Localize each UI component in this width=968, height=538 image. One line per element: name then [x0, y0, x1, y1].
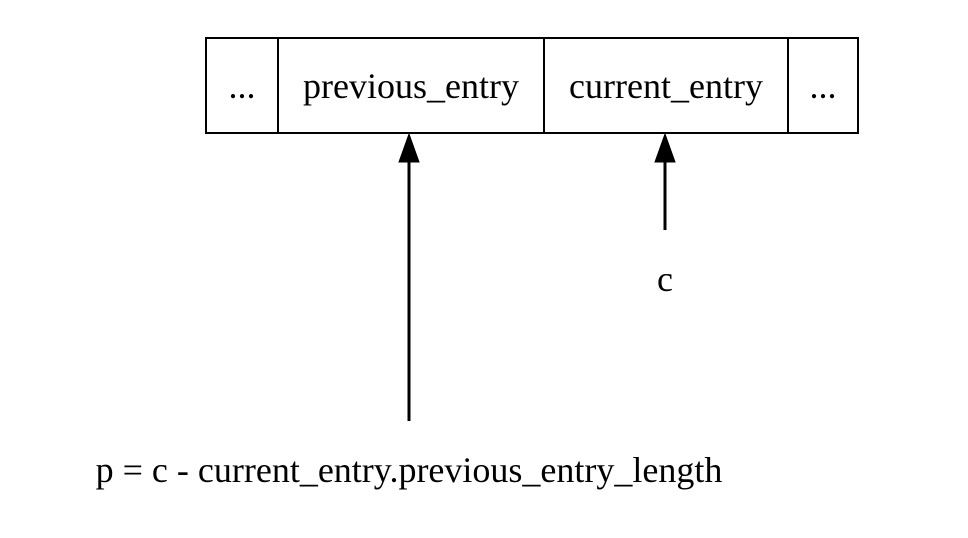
cell-label-left-ellipsis: ...: [229, 66, 256, 106]
cell-label-right-ellipsis: ...: [810, 66, 837, 106]
entry-record: ... previous_entry current_entry ...: [205, 37, 859, 134]
record-cell-previous-entry: [277, 37, 545, 134]
pointer-p-label: p = c - current_entry.previous_entry_len…: [96, 450, 723, 490]
pointer-p-arrow-head: [398, 132, 420, 163]
record-cell-right-ellipsis: [787, 37, 859, 134]
record-cell-current-entry: [543, 37, 789, 134]
pointer-p: p = c - current_entry.previous_entry_len…: [96, 132, 723, 490]
cell-label-current-entry: current_entry: [569, 66, 763, 106]
pointer-c-arrow-head: [654, 132, 676, 163]
pointer-c-label: c: [657, 259, 673, 299]
record-cell-left-ellipsis: [205, 37, 279, 134]
cell-label-previous-entry: previous_entry: [303, 66, 519, 106]
pointer-c: c: [654, 132, 676, 299]
